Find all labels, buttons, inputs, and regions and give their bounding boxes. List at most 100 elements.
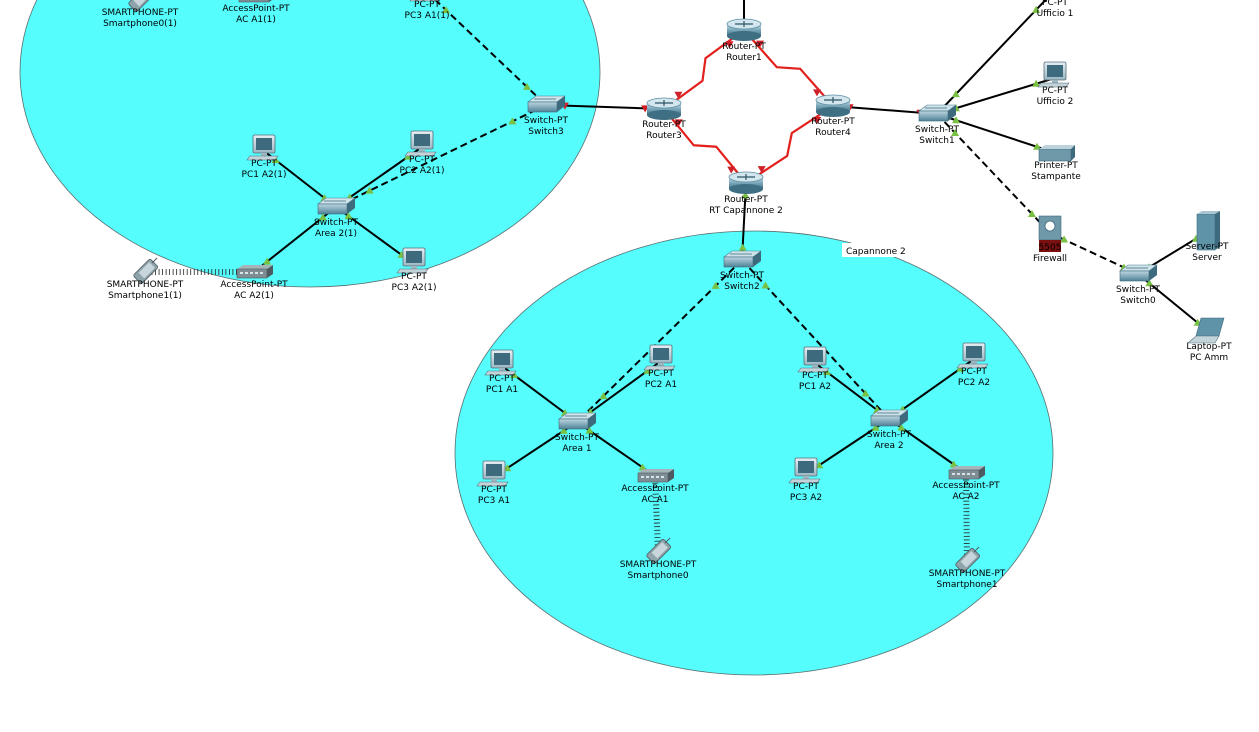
device-label: Switch-PT bbox=[314, 218, 358, 228]
link-router4-rtcap2[interactable] bbox=[745, 105, 834, 184]
pc-icon bbox=[484, 349, 517, 376]
link-down-marker bbox=[813, 116, 822, 124]
link-rtcap2-switch2[interactable] bbox=[738, 182, 750, 261]
link-area2-aca2[interactable] bbox=[888, 418, 967, 474]
link-switch1-stampante[interactable] bbox=[936, 113, 1057, 154]
area-top[interactable] bbox=[19, 0, 601, 288]
link-area1-aca1[interactable] bbox=[576, 421, 656, 477]
device-label: PC2 A2(1) bbox=[400, 166, 445, 176]
link-switch1-ufficio1[interactable] bbox=[936, 0, 1055, 115]
link-down-marker bbox=[727, 166, 736, 174]
link-pc3a1_1-switch3[interactable] bbox=[427, 0, 547, 106]
link-switch1-firewall[interactable] bbox=[936, 113, 1051, 234]
pc-icon bbox=[246, 134, 279, 161]
device-label: PC2 A1 bbox=[645, 380, 677, 390]
link-switch2-area1[interactable] bbox=[576, 259, 743, 423]
link-up-marker bbox=[711, 281, 720, 289]
device-label: Smartphone1 bbox=[936, 580, 997, 590]
device-label: Stampante bbox=[1031, 172, 1081, 182]
device-label: Smartphone0 bbox=[627, 571, 688, 581]
device-label: Server bbox=[1192, 253, 1222, 263]
link-up-marker bbox=[442, 6, 451, 14]
device-label: AC A2(1) bbox=[234, 291, 274, 301]
device-label: Switch-PT bbox=[1116, 285, 1160, 295]
areas-layer: Capannone 2 bbox=[19, 0, 1054, 676]
smartphone-icon bbox=[646, 537, 672, 564]
area-capannone-2[interactable] bbox=[454, 230, 1054, 676]
link-up-marker bbox=[344, 212, 353, 220]
link-up-marker bbox=[365, 186, 374, 194]
device-label: PC-PT bbox=[414, 0, 440, 10]
device-label: PC1 A2 bbox=[799, 382, 831, 392]
link-up-marker bbox=[951, 129, 960, 137]
link-router1-router4[interactable] bbox=[743, 29, 834, 107]
pc-icon bbox=[404, 130, 437, 157]
link-up-marker bbox=[638, 463, 647, 471]
printer-icon bbox=[1038, 145, 1075, 162]
link-up-marker bbox=[1145, 279, 1154, 287]
pc-icon bbox=[476, 460, 509, 487]
link-router3-router1[interactable] bbox=[663, 29, 745, 110]
access-point-icon bbox=[637, 469, 674, 483]
switch-icon bbox=[558, 412, 597, 430]
device-label: Switch-PT bbox=[524, 116, 568, 126]
link-switch2-area2[interactable] bbox=[741, 259, 890, 420]
link-switch3-area2_1[interactable] bbox=[335, 104, 547, 208]
device-label: Switch1 bbox=[919, 136, 954, 146]
device-label: AccessPoint-PT bbox=[932, 481, 1000, 491]
link-up-marker bbox=[263, 257, 272, 265]
link-down-marker bbox=[725, 41, 734, 49]
device-label: AC A1(1) bbox=[236, 15, 276, 25]
link-up-marker bbox=[951, 90, 960, 98]
link-aca1-sp0[interactable] bbox=[652, 479, 661, 549]
device-label: Router-PT bbox=[724, 195, 768, 205]
device-label: SMARTPHONE-PT bbox=[102, 8, 179, 18]
switch-icon bbox=[870, 409, 909, 427]
router-icon bbox=[726, 18, 762, 41]
device-label: Router-PT bbox=[811, 117, 855, 127]
pc-icon bbox=[396, 247, 429, 274]
link-up-marker bbox=[822, 367, 831, 375]
link-area2_1-apa2_1[interactable] bbox=[253, 206, 337, 273]
device-label: Switch-PT bbox=[555, 433, 599, 443]
device-label: SMARTPHONE-PT bbox=[620, 560, 697, 570]
link-router3-rtcap2[interactable] bbox=[663, 108, 747, 184]
smartphone-icon bbox=[128, 0, 154, 12]
device-label: PC-PT bbox=[251, 159, 277, 169]
